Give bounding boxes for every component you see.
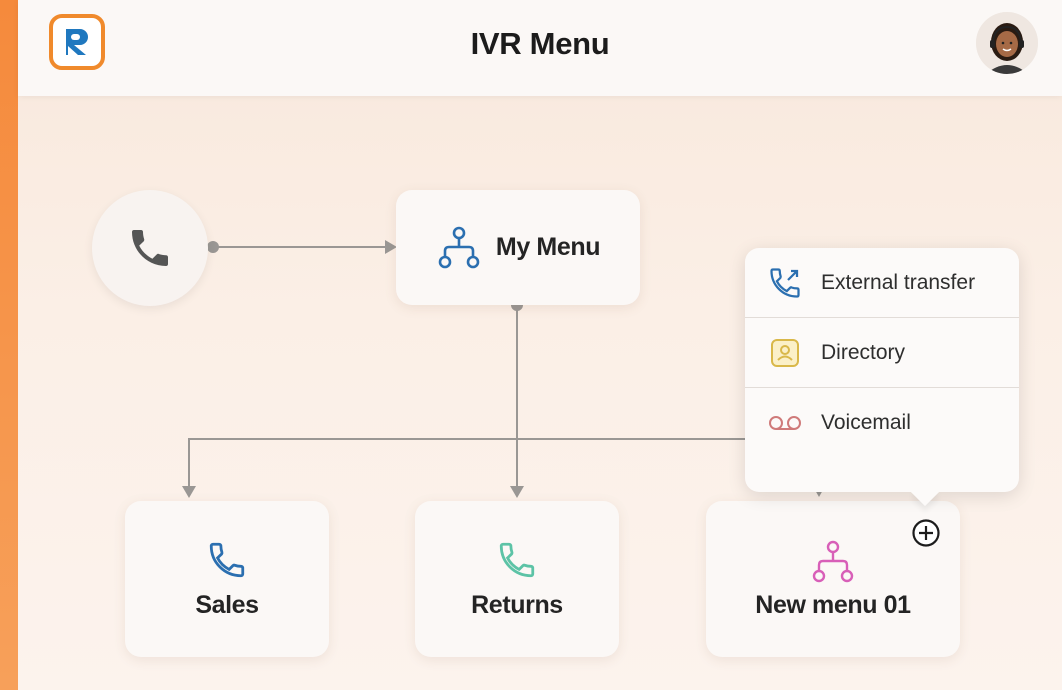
arrow-head bbox=[182, 486, 196, 498]
popup-item-directory[interactable]: Directory bbox=[745, 318, 1019, 388]
hierarchy-icon bbox=[812, 540, 854, 583]
r-logo-icon[interactable] bbox=[49, 14, 105, 70]
arrow-head bbox=[385, 240, 397, 254]
popup-item-label: Voicemail bbox=[821, 411, 911, 434]
popup-item-label: Directory bbox=[821, 340, 906, 364]
phone-icon bbox=[209, 542, 245, 578]
page-title: IVR Menu bbox=[470, 26, 610, 61]
root-menu-label: My Menu bbox=[495, 233, 601, 261]
arrow-head bbox=[510, 486, 524, 498]
hierarchy-icon bbox=[438, 226, 480, 268]
child-node-label: Returns bbox=[471, 591, 563, 619]
plus-circle-icon[interactable] bbox=[911, 518, 941, 548]
connector-line bbox=[188, 438, 745, 488]
contact-card-icon bbox=[771, 338, 799, 367]
phone-icon bbox=[132, 230, 168, 266]
root-menu-node[interactable]: My Menu bbox=[396, 190, 640, 305]
start-node[interactable] bbox=[92, 190, 208, 306]
popup-item-external-transfer[interactable]: External transfer bbox=[745, 248, 1019, 318]
voicemail-icon bbox=[769, 416, 801, 430]
connector-dot bbox=[207, 241, 219, 253]
child-node-label: New menu 01 bbox=[755, 591, 911, 619]
phone-forward-icon bbox=[770, 267, 800, 298]
user-avatar[interactable] bbox=[976, 12, 1038, 74]
popup-item-voicemail[interactable]: Voicemail bbox=[745, 388, 1019, 458]
popup-item-label: External transfer bbox=[821, 270, 976, 294]
left-accent-bar bbox=[0, 0, 18, 690]
child-node-returns[interactable]: Returns bbox=[415, 501, 619, 657]
add-node-popup: External transfer Directory Voicemail bbox=[745, 248, 1019, 492]
child-node-label: Sales bbox=[195, 591, 259, 619]
header: IVR Menu bbox=[18, 0, 1062, 96]
child-node-sales[interactable]: Sales bbox=[125, 501, 329, 657]
phone-icon bbox=[499, 542, 535, 578]
